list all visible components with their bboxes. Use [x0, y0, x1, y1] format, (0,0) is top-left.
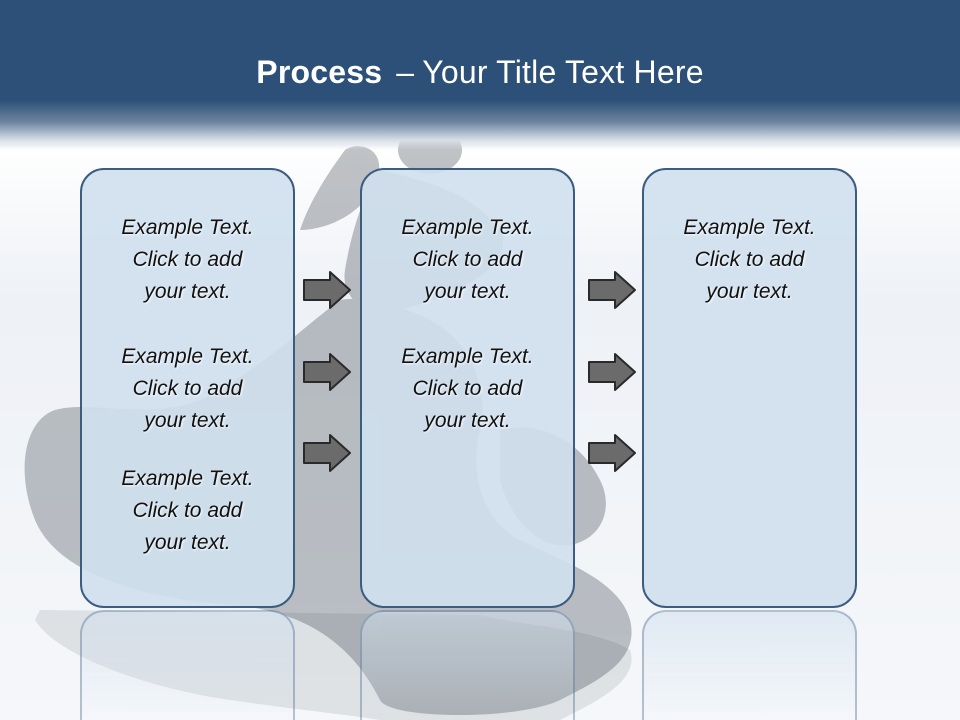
text-placeholder[interactable]: Example Text. Click to add your text.	[82, 212, 293, 308]
box-reflection	[360, 610, 575, 720]
text-line: your text.	[424, 409, 511, 432]
text-line: Click to add	[412, 248, 523, 271]
process-box-2[interactable]: Example Text. Click to add your text. Ex…	[360, 168, 575, 608]
text-placeholder[interactable]: Example Text. Click to add your text.	[82, 341, 293, 437]
text-line: Example Text.	[121, 467, 254, 490]
right-arrow-icon	[303, 434, 351, 472]
right-arrow-icon	[588, 353, 636, 391]
text-line: your text.	[144, 409, 231, 432]
text-line: your text.	[144, 280, 231, 303]
text-placeholder[interactable]: Example Text. Click to add your text.	[362, 341, 573, 437]
right-arrow-icon	[588, 271, 636, 309]
box-reflection	[80, 610, 295, 720]
text-placeholder[interactable]: Example Text. Click to add your text.	[362, 212, 573, 308]
title-text: Your Title Text Here	[422, 54, 704, 90]
right-arrow-icon	[588, 434, 636, 472]
text-line: your text.	[706, 280, 793, 303]
process-box-1[interactable]: Example Text. Click to add your text. Ex…	[80, 168, 295, 608]
slide-title[interactable]: Process–Your Title Text Here	[0, 54, 960, 91]
right-arrow-icon	[303, 271, 351, 309]
text-line: your text.	[424, 280, 511, 303]
text-placeholder[interactable]: Example Text. Click to add your text.	[644, 212, 855, 308]
text-line: Example Text.	[401, 216, 534, 239]
text-line: Example Text.	[121, 216, 254, 239]
text-placeholder[interactable]: Example Text. Click to add your text.	[82, 463, 293, 559]
box-reflection	[642, 610, 857, 720]
text-line: your text.	[144, 531, 231, 554]
text-line: Click to add	[132, 248, 243, 271]
text-line: Click to add	[412, 377, 523, 400]
title-bar: Process–Your Title Text Here	[0, 0, 960, 150]
text-line: Click to add	[694, 248, 805, 271]
title-separator: –	[396, 54, 415, 90]
text-line: Click to add	[132, 499, 243, 522]
text-line: Example Text.	[401, 345, 534, 368]
process-box-3[interactable]: Example Text. Click to add your text.	[642, 168, 857, 608]
right-arrow-icon	[303, 353, 351, 391]
title-bold: Process	[256, 54, 383, 90]
text-line: Example Text.	[121, 345, 254, 368]
text-line: Click to add	[132, 377, 243, 400]
text-line: Example Text.	[683, 216, 816, 239]
